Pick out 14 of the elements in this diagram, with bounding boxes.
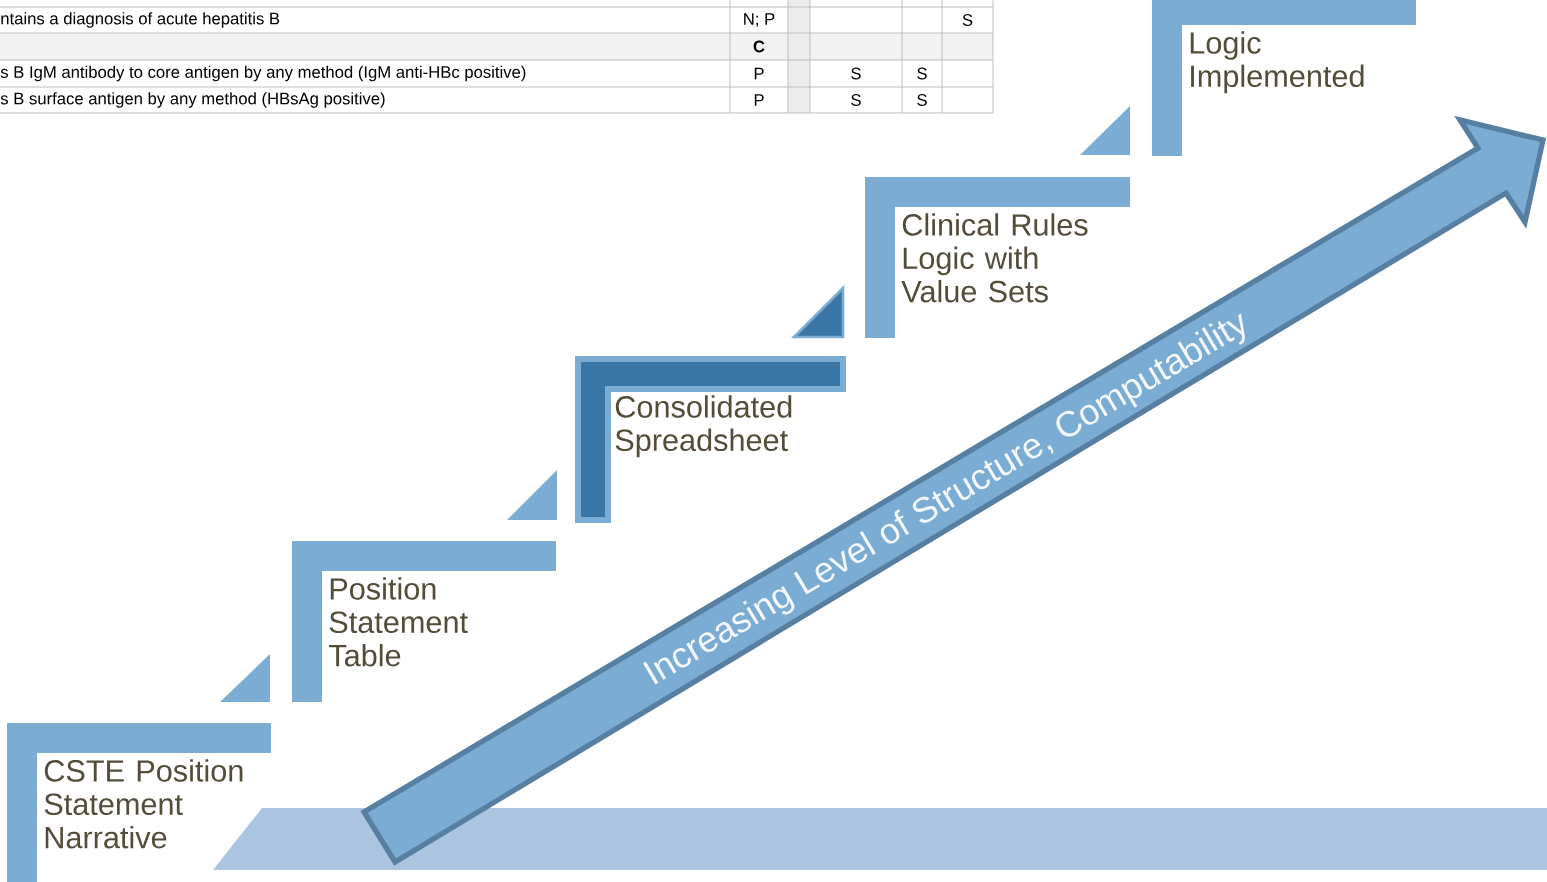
- table-cell: s B IgM antibody to core antigen by any method (IgM anti-HBc positive): [0, 65, 526, 82]
- table-cell: C: [753, 40, 765, 53]
- table-cell: S: [851, 67, 861, 80]
- step-box: Clinical Rules Logic with Value Sets: [865, 177, 1130, 338]
- table-cell: P: [754, 67, 764, 80]
- step-box: Position Statement Table: [292, 541, 556, 702]
- table-cell: N; P: [744, 13, 775, 27]
- step-box: Consolidated Spreadsheet: [575, 356, 846, 523]
- step-box: Logic Implemented: [1152, 0, 1416, 156]
- table-cell: S: [917, 67, 927, 80]
- table-cell: ntains a diagnosis of acute hepatitis B: [1, 12, 280, 28]
- table-cell: s B surface antigen by any method (HBsAg positive): [0, 92, 385, 108]
- table-cell: S: [962, 14, 973, 26]
- step-box: CSTE Position Statement Narrative: [7, 723, 271, 882]
